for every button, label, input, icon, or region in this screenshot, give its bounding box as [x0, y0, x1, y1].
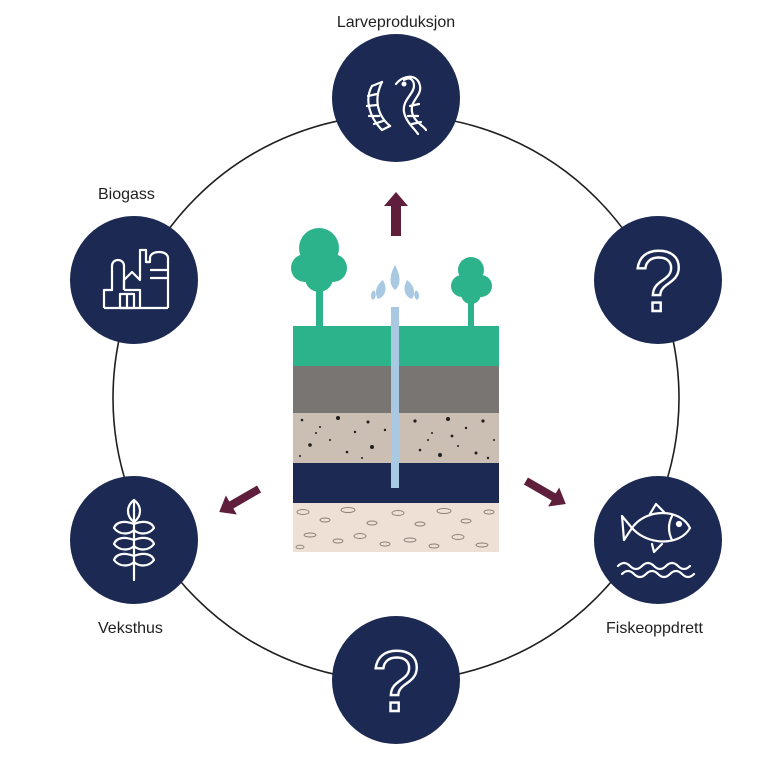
- arrow-up: [384, 192, 408, 236]
- arrow-lower-left: [219, 485, 262, 515]
- node-unknown-upper-right: ?: [594, 216, 722, 344]
- node-veksthus: [70, 476, 198, 604]
- label-larveproduksjon: Larveproduksjon: [336, 14, 456, 31]
- label-biogass: Biogass: [98, 186, 155, 203]
- node-unknown-bottom: ?: [332, 616, 460, 744]
- sand-pebbles: [295, 507, 495, 550]
- arrow-lower-right: [523, 477, 566, 507]
- node-biogass: [70, 216, 198, 344]
- node-larveproduksjon: [332, 34, 460, 162]
- label-veksthus: Veksthus: [98, 620, 163, 637]
- tree-left-icon: [291, 228, 347, 327]
- ground-cross-section: [291, 228, 499, 552]
- water-fountain-icon: [370, 265, 420, 300]
- factory-icon: [102, 248, 170, 310]
- larva-icon: [365, 75, 428, 136]
- well-pipe: [391, 307, 399, 488]
- question-mark-icon: ?: [372, 634, 420, 730]
- sand-layer: [293, 503, 499, 552]
- node-fiskeoppdrett: [594, 476, 722, 604]
- fish-icon: [616, 502, 696, 579]
- gravel-dots: [299, 416, 495, 460]
- label-fiskeoppdrett: Fiskeoppdrett: [606, 620, 703, 637]
- tree-right-icon: [451, 257, 492, 327]
- wheat-icon: [112, 498, 156, 582]
- question-mark-icon: ?: [634, 234, 682, 330]
